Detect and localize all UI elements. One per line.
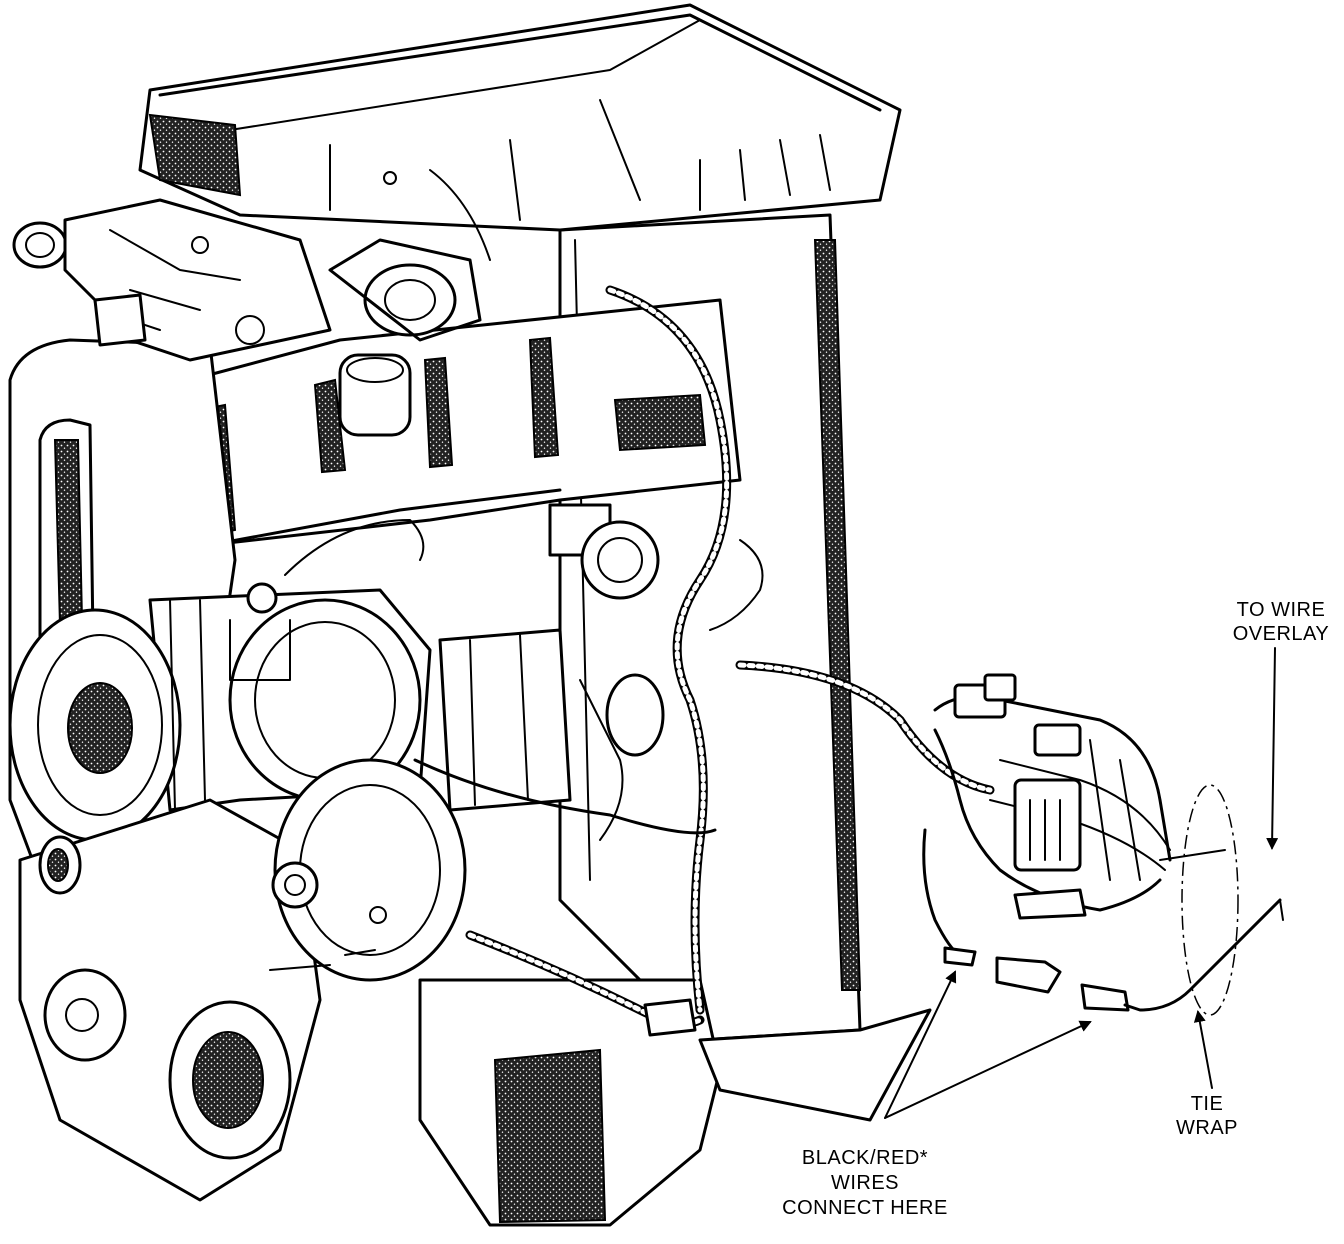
tie-wrap-line2: WRAP [1176, 1117, 1238, 1139]
throttle-body [12, 198, 332, 362]
air-cleaner-housing [138, 3, 902, 261]
accessory-pulley [269, 758, 467, 982]
wiring-harness [284, 285, 995, 1037]
to-wire-overlay-line1: TO WIRE [1237, 599, 1326, 621]
label-tie-wrap: TIE WRAP [1176, 1093, 1238, 1139]
alternator [8, 582, 432, 842]
egr-valve [438, 503, 665, 812]
connector-cluster [922, 673, 1284, 1012]
leader-arrows [884, 647, 1279, 1119]
to-wire-overlay-line2: OVERLAY [1233, 623, 1330, 645]
tie-wrap-outline [1181, 784, 1239, 1016]
label-black-red-wires: BLACK/RED* WIRES CONNECT HERE [782, 1147, 948, 1219]
black-red-line2: WIRES [831, 1172, 899, 1194]
label-to-wire-overlay: TO WIRE OVERLAY [1233, 599, 1330, 645]
black-red-line1: BLACK/RED* [802, 1147, 928, 1169]
black-red-line3: CONNECT HERE [782, 1197, 948, 1219]
tie-wrap-line1: TIE [1191, 1093, 1224, 1115]
sensor-cluster [328, 238, 482, 342]
lower-pulleys [18, 798, 322, 1202]
